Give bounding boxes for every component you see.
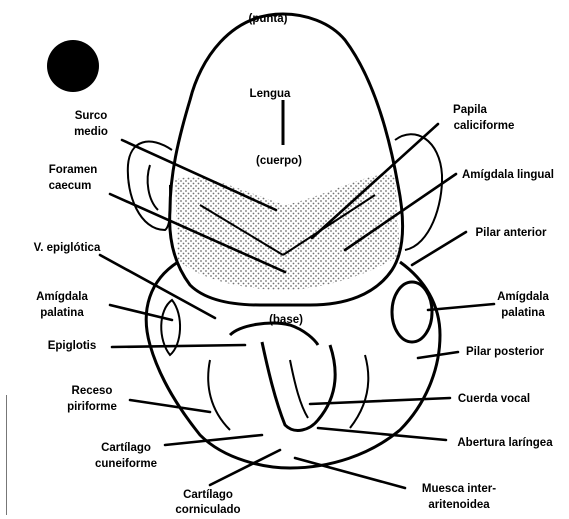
label-receso-2: piriforme <box>67 401 117 413</box>
piriform-right <box>350 355 368 428</box>
label-cart-cuneiforme-2: cuneiforme <box>95 458 157 470</box>
label-amigdala-pal-right-2: palatina <box>501 307 545 319</box>
epiglottis-arc <box>230 323 318 345</box>
label-base: (base) <box>269 314 303 326</box>
right-palatine-tonsil <box>392 282 432 342</box>
leader-muesca <box>295 458 405 488</box>
label-papila-2: caliciforme <box>454 120 515 132</box>
label-cuerda-vocal: Cuerda vocal <box>458 393 530 405</box>
vocal-cord-line <box>290 360 308 418</box>
label-cart-cuneiforme-1: Cartílago <box>101 442 151 454</box>
label-abertura-laringea: Abertura laríngea <box>457 437 553 449</box>
label-amigdala-pal-left-1: Amígdala <box>36 291 88 303</box>
label-papila-1: Papila <box>453 104 487 116</box>
label-amigdala-pal-left-2: palatina <box>40 307 84 319</box>
label-amigdala-pal-right-1: Amígdala <box>497 291 549 303</box>
label-surco-1: Surco <box>75 110 108 122</box>
label-pilar-posterior: Pilar posterior <box>466 346 544 358</box>
left-lateral-lobe-inner <box>148 165 158 210</box>
label-pilar-anterior: Pilar anterior <box>476 227 547 239</box>
laryngeal-aperture <box>262 342 335 430</box>
label-v-epiglotica: V. epiglótica <box>34 242 101 254</box>
leader-cart-cuneiforme <box>165 435 262 445</box>
leader-abertura <box>318 428 446 440</box>
leader-receso <box>130 400 210 412</box>
black-dot-marker <box>47 40 99 92</box>
label-surco-2: medio <box>74 126 108 138</box>
label-epiglotis: Epiglotis <box>48 340 97 352</box>
label-cuerpo: (cuerpo) <box>256 155 302 167</box>
leader-epiglotis <box>112 345 245 347</box>
label-cart-corniculado-2: corniculado <box>175 504 240 516</box>
label-punta: (punta) <box>249 13 288 25</box>
leader-pilar-anterior <box>412 232 466 265</box>
leader-amigdala-pal-right <box>428 304 494 310</box>
label-amigdala-lingual: Amígdala lingual <box>462 169 554 181</box>
piriform-left <box>208 360 230 430</box>
label-lengua: Lengua <box>250 88 291 100</box>
label-foramen-1: Foramen <box>49 164 98 176</box>
label-muesca-1: Muesca inter- <box>422 483 496 495</box>
label-receso-1: Receso <box>72 385 113 397</box>
label-cart-corniculado-1: Cartílago <box>183 489 233 501</box>
label-muesca-2: aritenoidea <box>428 499 490 511</box>
lingual-tonsil-region <box>175 174 400 290</box>
label-foramen-2: caecum <box>49 180 92 192</box>
left-lateral-lobe <box>128 142 172 230</box>
